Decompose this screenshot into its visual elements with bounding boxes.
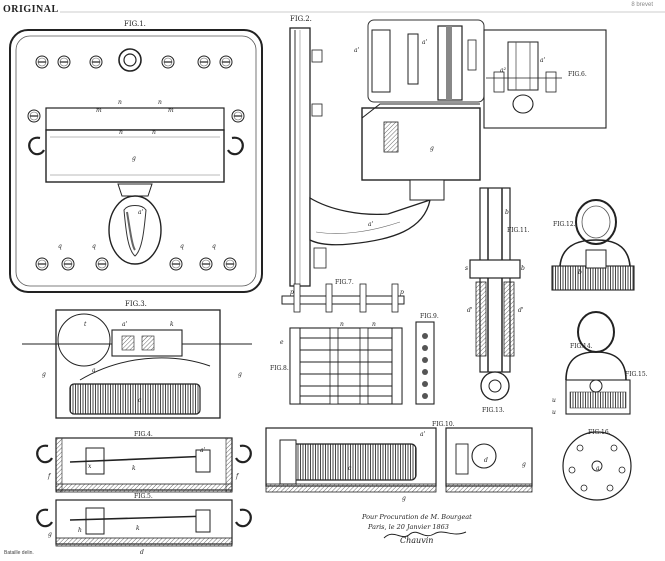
ref-letter: m bbox=[96, 107, 102, 114]
figure-10 bbox=[445, 427, 533, 493]
draftsman-credit: Bataille delin. bbox=[4, 550, 34, 556]
ref-letter: p bbox=[290, 289, 294, 296]
fig-4-label: FIG.4. bbox=[134, 431, 153, 438]
fig-9-label: FIG.9. bbox=[420, 313, 439, 320]
figure-11 bbox=[469, 187, 521, 401]
ref-letter: a' bbox=[422, 39, 428, 46]
figure-4 bbox=[36, 437, 252, 493]
ref-letter: f bbox=[235, 473, 240, 480]
ref-letter: g bbox=[42, 371, 46, 378]
ref-letter: a bbox=[92, 367, 96, 374]
ref-letter: a' bbox=[138, 209, 144, 216]
figure-1 bbox=[9, 29, 263, 293]
figure-12 bbox=[551, 199, 635, 291]
ref-letter: q bbox=[58, 243, 62, 250]
ref-letter: g bbox=[402, 495, 406, 502]
ref-letter: g bbox=[522, 461, 526, 468]
figure-coil-section bbox=[265, 427, 437, 493]
ref-letter: n bbox=[372, 321, 376, 328]
ref-letter: e bbox=[280, 339, 284, 346]
fig-13-label: FIG.13. bbox=[482, 407, 505, 414]
figure-3 bbox=[22, 309, 252, 419]
ref-letter: s bbox=[465, 265, 468, 272]
ref-letter: g bbox=[238, 371, 242, 378]
ref-letter: k bbox=[132, 465, 136, 472]
ref-letter: a' bbox=[122, 321, 128, 328]
ref-letter: d' bbox=[518, 307, 524, 314]
ref-letter: a' bbox=[368, 221, 374, 228]
fig-8-label: FIG.8. bbox=[270, 365, 289, 372]
ref-letter: k bbox=[170, 321, 174, 328]
figure-9 bbox=[415, 321, 435, 405]
ref-letter: d bbox=[484, 457, 488, 464]
ref-letter: u bbox=[552, 409, 556, 416]
ref-letter: u bbox=[552, 397, 556, 404]
fig-12-label: FIG.12. bbox=[553, 221, 576, 228]
ref-letter: t bbox=[84, 321, 87, 328]
ref-letter: a' bbox=[420, 431, 426, 438]
certification-line-2: Paris, le 20 Janvier 1863 bbox=[368, 523, 449, 531]
ref-letter: a² bbox=[500, 67, 507, 74]
corner-note: 8 brevet bbox=[631, 2, 653, 8]
ref-letter: a' bbox=[200, 447, 206, 454]
ref-letter: a bbox=[596, 465, 600, 472]
fig-2-label: FIG.2. bbox=[290, 15, 312, 23]
ref-letter: a' bbox=[540, 57, 546, 64]
ref-letter: h bbox=[78, 527, 82, 534]
figure-14 bbox=[565, 311, 631, 415]
figure-16 bbox=[562, 431, 632, 501]
fig-11-label: FIG.11. bbox=[507, 227, 530, 234]
fig-7-label: FIG.7. bbox=[335, 279, 354, 286]
ref-letter: a' bbox=[354, 47, 360, 54]
fig-10-label: FIG.10. bbox=[432, 421, 455, 428]
ref-letter: d' bbox=[467, 307, 473, 314]
fig-15-label: FIG.15. bbox=[625, 371, 648, 378]
fig-5-label: FIG.5. bbox=[134, 493, 153, 500]
ref-letter: m bbox=[168, 107, 174, 114]
figure-8 bbox=[289, 327, 403, 405]
fig-14-label: FIG.14. bbox=[570, 343, 593, 350]
figure-7 bbox=[281, 283, 405, 313]
ref-letter: d bbox=[140, 549, 144, 556]
figure-5 bbox=[36, 499, 252, 547]
reference-letters: n n m m n n g a' q q q q g a' a' a' a' a… bbox=[42, 39, 600, 556]
fig-16-label: FIG.16. bbox=[588, 429, 611, 436]
ref-letter: q bbox=[180, 243, 184, 250]
signature-text: Chauvin bbox=[400, 536, 433, 545]
ref-letter: g bbox=[48, 531, 52, 538]
ref-letter: n bbox=[119, 129, 123, 136]
ref-letter: n bbox=[340, 321, 344, 328]
ref-letter: q bbox=[212, 243, 216, 250]
original-stamp: ORIGINAL bbox=[3, 4, 59, 15]
ref-letter: f bbox=[47, 473, 52, 480]
ref-letter: b bbox=[578, 269, 582, 276]
ref-letter: g bbox=[430, 145, 434, 152]
fig-3-label: FIG.3. bbox=[125, 300, 147, 308]
ref-letter: b bbox=[521, 265, 525, 272]
ref-letter: p bbox=[400, 289, 404, 296]
ref-letter: c bbox=[348, 465, 352, 472]
figure-6 bbox=[483, 29, 607, 129]
ref-letter: g bbox=[132, 155, 136, 162]
signature-flourish: Chauvin bbox=[383, 531, 467, 545]
ref-letter: b' bbox=[505, 209, 511, 216]
ref-letter: c bbox=[138, 397, 142, 404]
ref-letter: x bbox=[88, 463, 92, 470]
ref-letter: n bbox=[152, 129, 156, 136]
fig-6-label: FIG.6. bbox=[568, 71, 587, 78]
certification-line-1: Pour Procuration de M. Bourgeat bbox=[362, 513, 472, 521]
ref-letter: n bbox=[158, 99, 162, 106]
ref-letter: q bbox=[92, 243, 96, 250]
ref-letter: k bbox=[136, 525, 140, 532]
figure-2 bbox=[289, 19, 485, 287]
ref-letter: n bbox=[118, 99, 122, 106]
fig-1-label: FIG.1. bbox=[124, 20, 146, 28]
